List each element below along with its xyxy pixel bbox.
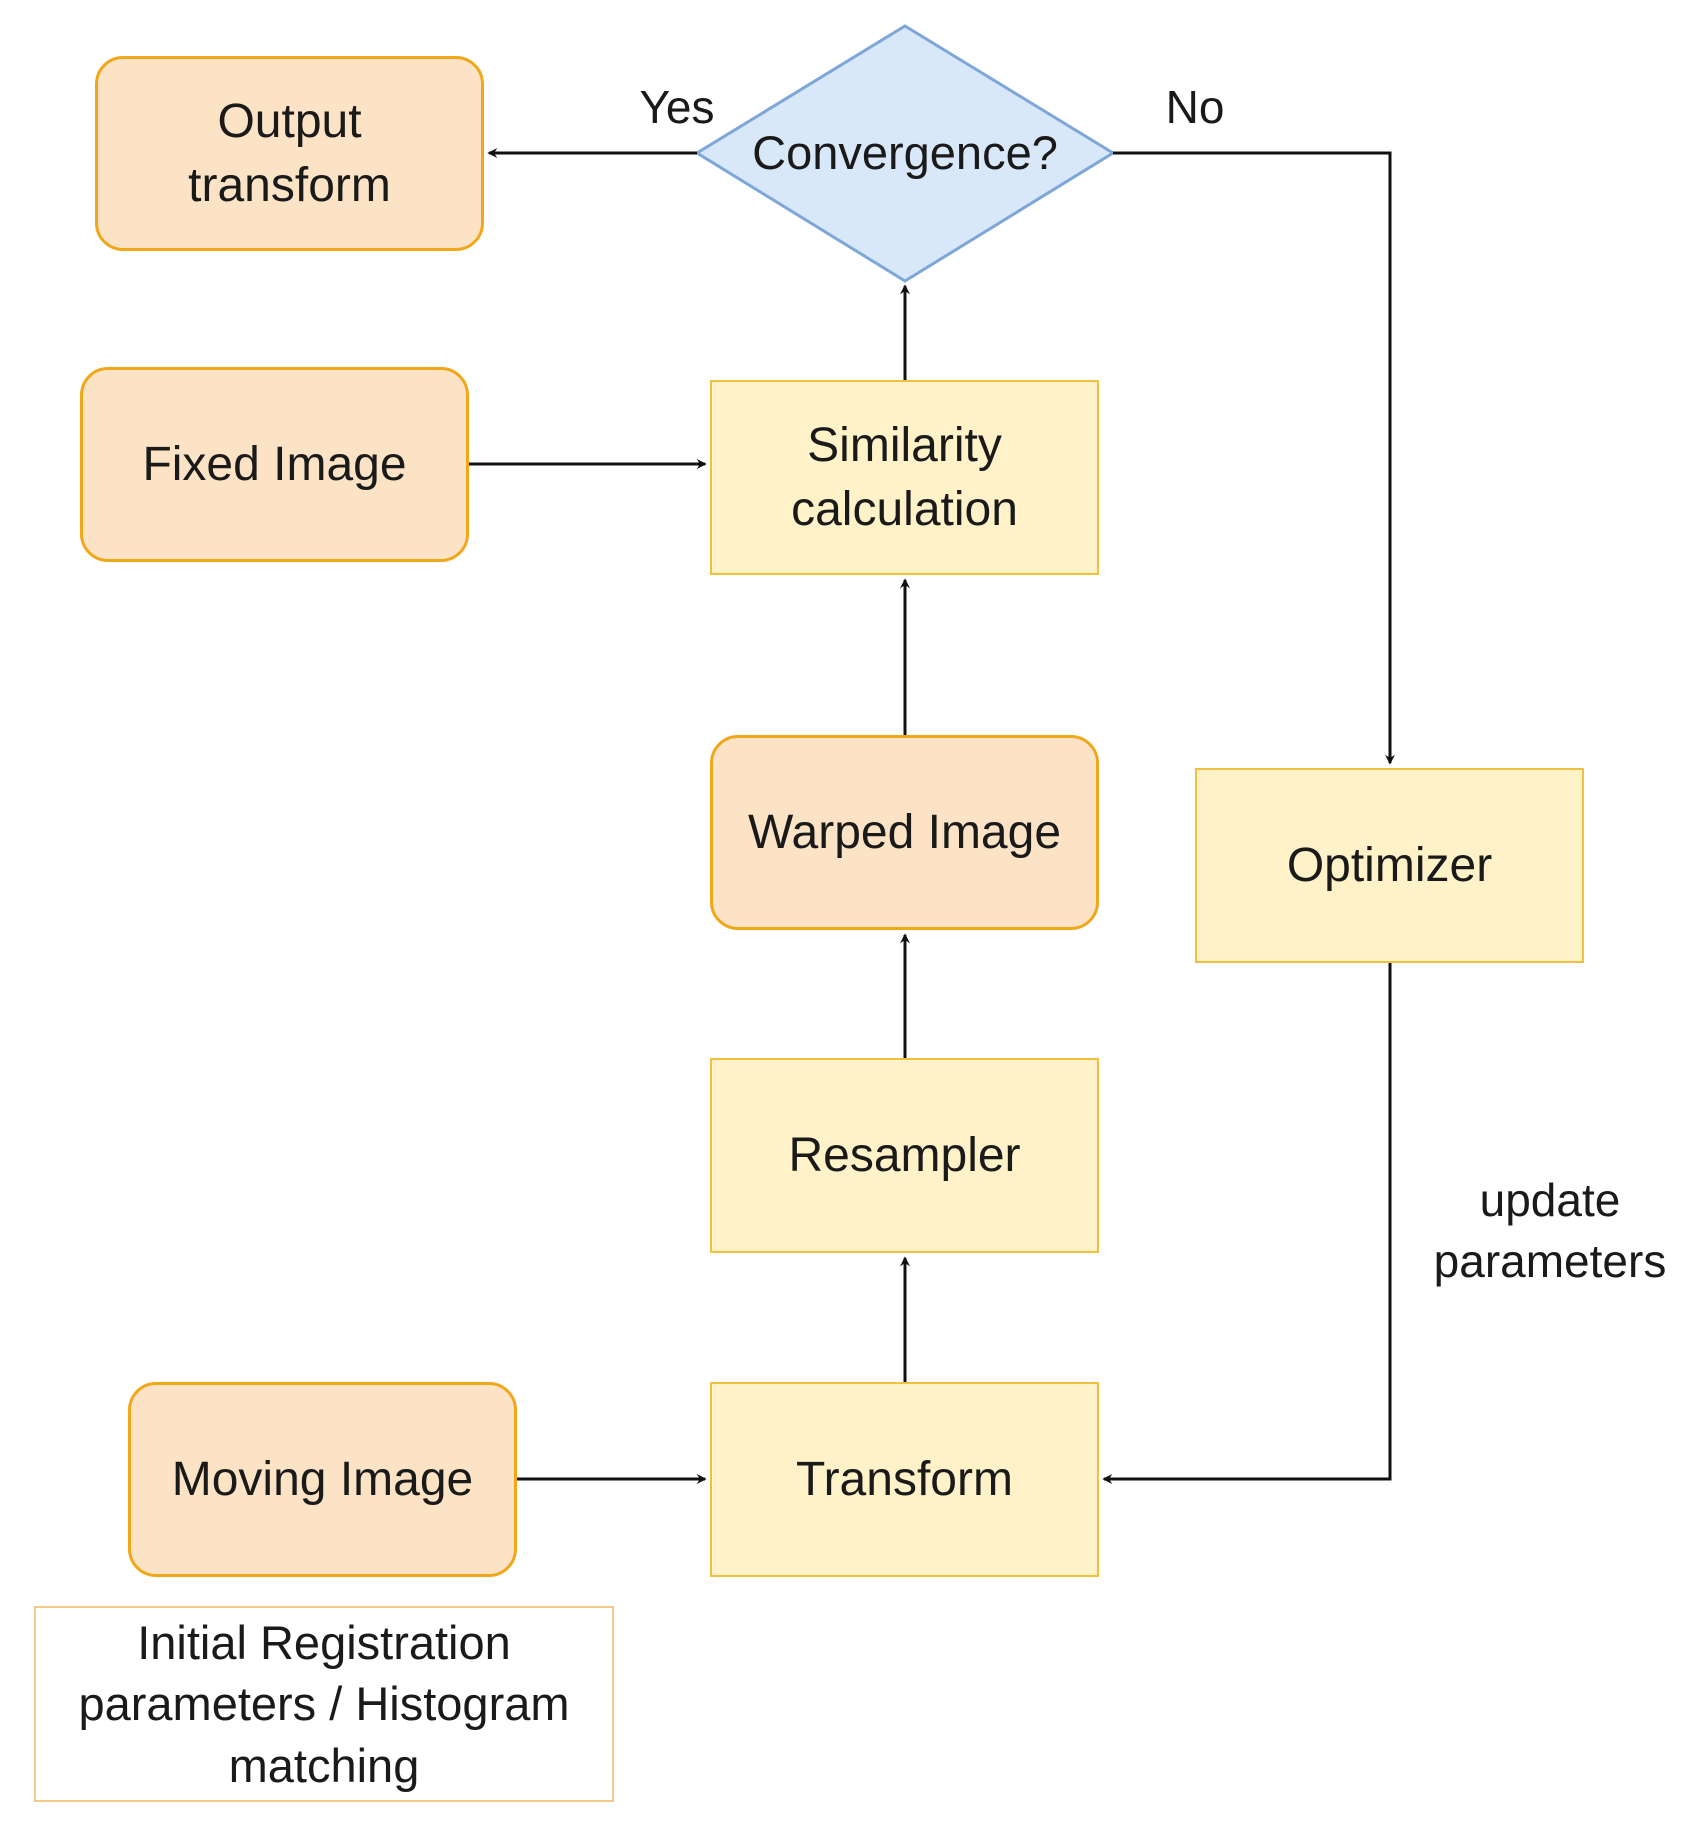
output-transform-label: Output transform (188, 95, 391, 212)
transform-label: Transform (796, 1452, 1013, 1506)
arrow-optimizer-to-transform (1102, 963, 1392, 1484)
resampler-node[interactable]: Resampler (710, 1058, 1099, 1253)
arrow-no-to-optimizer (1113, 151, 1395, 765)
resampler-label: Resampler (788, 1128, 1021, 1182)
edge-label-yes: Yes (639, 81, 715, 133)
edge-label-update-parameters: update parameters (1433, 1174, 1667, 1287)
transform-node[interactable]: Transform (710, 1382, 1099, 1577)
fixed-image-label: Fixed Image (142, 437, 407, 491)
similarity-calculation-label: Similarity calculation (791, 419, 1018, 536)
moving-image-label: Moving Image (171, 1452, 474, 1506)
convergence-decision-shape[interactable] (694, 24, 1116, 283)
optimizer-label: Optimizer (1286, 838, 1493, 892)
moving-image-node[interactable]: Moving Image (128, 1382, 517, 1577)
warped-image-label: Warped Image (747, 805, 1062, 859)
convergence-label: Convergence? (752, 126, 1058, 179)
edge-label-no: No (1165, 81, 1225, 133)
initial-registration-note: Initial Registration parameters / Histog… (34, 1606, 614, 1802)
fixed-image-node[interactable]: Fixed Image (80, 367, 469, 562)
warped-image-node[interactable]: Warped Image (710, 735, 1099, 930)
initial-registration-label: Initial Registration parameters / Histog… (78, 1616, 570, 1792)
similarity-calculation-node[interactable]: Similarity calculation (710, 380, 1099, 575)
optimizer-node[interactable]: Optimizer (1195, 768, 1584, 963)
output-transform-node[interactable]: Output transform (95, 56, 484, 251)
